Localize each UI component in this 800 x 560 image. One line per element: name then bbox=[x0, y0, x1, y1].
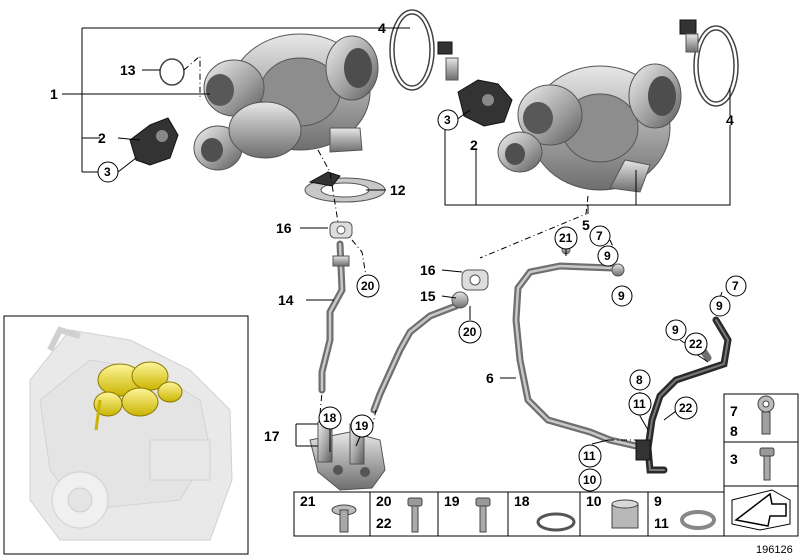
bolt-icon bbox=[407, 497, 423, 533]
table-label-22: 22 bbox=[376, 515, 392, 531]
table-label-8: 8 bbox=[730, 423, 738, 439]
callout-20-right: 20 bbox=[463, 325, 477, 339]
callout-9-d: 9 bbox=[672, 323, 679, 337]
callout-15: 15 bbox=[420, 288, 436, 304]
oil-return-line-14 bbox=[318, 240, 350, 394]
callout-13: 13 bbox=[120, 62, 136, 78]
callout-7-a: 7 bbox=[596, 229, 603, 243]
left-turbocharger bbox=[193, 33, 379, 171]
callout-9-a: 9 bbox=[604, 249, 611, 263]
callout-3-right: 3 bbox=[444, 113, 451, 127]
highlighted-turbochargers bbox=[93, 361, 183, 431]
callout-2-right: 2 bbox=[470, 137, 478, 153]
table-label-7: 7 bbox=[730, 403, 738, 419]
callout-7-b: 7 bbox=[732, 279, 739, 293]
right-turbocharger bbox=[497, 63, 682, 193]
oil-line-gasket-16-left bbox=[329, 221, 353, 239]
callout-11-a: 11 bbox=[633, 397, 646, 411]
table-label-3: 3 bbox=[730, 451, 738, 467]
table-label-10: 10 bbox=[586, 493, 602, 509]
callout-16-right: 16 bbox=[420, 262, 436, 278]
callout-4-left: 4 bbox=[378, 20, 386, 36]
right-v-band-clamp bbox=[679, 19, 739, 107]
callout-5: 5 bbox=[582, 217, 590, 233]
o-ring-icon bbox=[536, 512, 576, 532]
callout-9-c: 9 bbox=[716, 299, 723, 313]
callout-3-left-circle bbox=[97, 161, 119, 183]
callout-20-left: 20 bbox=[361, 279, 375, 293]
table-label-20: 20 bbox=[376, 493, 392, 509]
callout-19: 19 bbox=[355, 419, 369, 433]
callout-17: 17 bbox=[264, 428, 280, 444]
callouts: 4 1 13 2 3 12 16 20 14 17 18 19 3 2 4 5 … bbox=[50, 20, 747, 492]
callout-11-b: 11 bbox=[583, 449, 596, 463]
engine-location-inset bbox=[3, 315, 249, 555]
left-wastegate-actuator bbox=[129, 117, 179, 166]
callout-1: 1 bbox=[50, 86, 58, 102]
bracket-17 bbox=[309, 421, 386, 491]
table-label-21: 21 bbox=[300, 493, 316, 509]
arrow-symbol-icon bbox=[731, 489, 791, 531]
oil-return-line-right bbox=[370, 291, 469, 414]
table-label-11: 11 bbox=[654, 515, 669, 531]
callout-22-b: 22 bbox=[679, 401, 693, 415]
left-v-band-clamp bbox=[389, 9, 459, 91]
callout-16-left: 16 bbox=[276, 220, 292, 236]
diagram-reference-number: 196126 bbox=[756, 544, 793, 556]
right-wastegate-actuator bbox=[457, 79, 513, 127]
gasket-12 bbox=[304, 171, 386, 203]
parts-table: 7 8 3 21 20 22 bbox=[293, 393, 799, 537]
collar-screw-icon bbox=[331, 504, 357, 533]
sealing-ring-icon bbox=[680, 510, 716, 530]
callout-3-left: 3 bbox=[104, 165, 111, 179]
callout-2-left: 2 bbox=[98, 130, 106, 146]
callout-4-right: 4 bbox=[726, 112, 734, 128]
callout-6: 6 bbox=[486, 370, 494, 386]
callout-8: 8 bbox=[636, 373, 643, 387]
table-label-9: 9 bbox=[654, 493, 662, 509]
callout-18: 18 bbox=[323, 411, 337, 425]
callout-10: 10 bbox=[583, 473, 597, 487]
banjo-bolt-icon bbox=[757, 395, 775, 435]
table-label-19: 19 bbox=[444, 493, 460, 509]
o-ring-13 bbox=[159, 58, 185, 86]
callout-9-b: 9 bbox=[618, 289, 625, 303]
callout-14: 14 bbox=[278, 292, 294, 308]
table-label-18: 18 bbox=[514, 493, 530, 509]
callout-21: 21 bbox=[559, 231, 573, 245]
oil-line-gasket-16-right bbox=[461, 269, 489, 291]
callout-22-a: 22 bbox=[689, 337, 703, 351]
oil-feed-line-dark bbox=[635, 316, 732, 474]
callout-12: 12 bbox=[390, 182, 406, 198]
screw-icon bbox=[759, 447, 775, 481]
sleeve-icon bbox=[611, 499, 639, 529]
bolt-icon bbox=[475, 497, 491, 533]
oil-feed-line-6 bbox=[512, 245, 640, 450]
